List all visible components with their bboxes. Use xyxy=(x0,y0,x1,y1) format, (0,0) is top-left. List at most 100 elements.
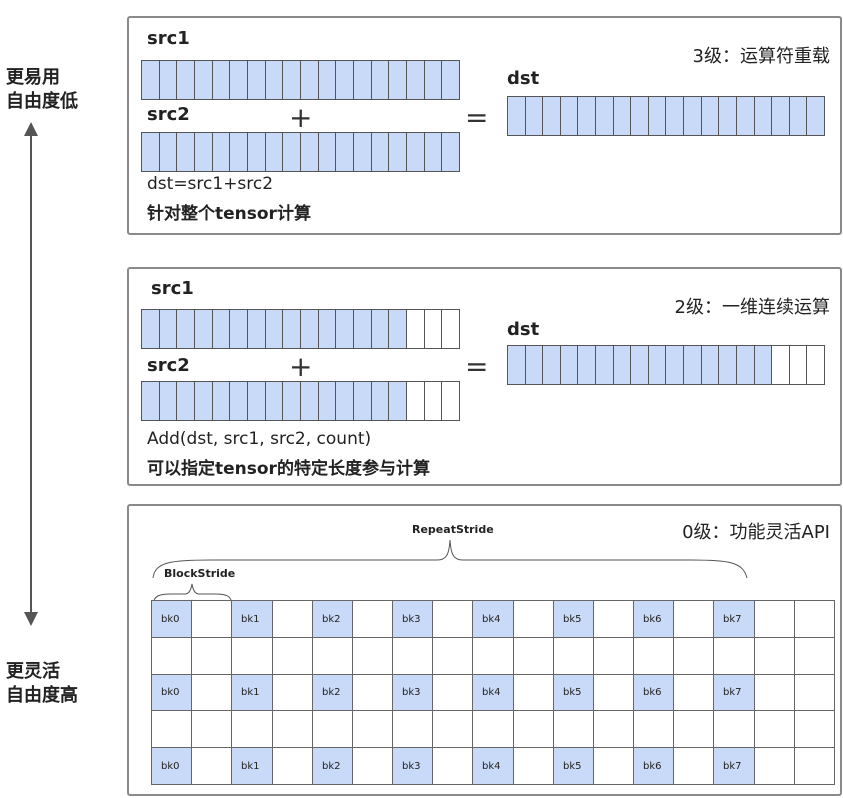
block-bk0: bk0 xyxy=(151,600,192,638)
grid-cell-empty xyxy=(713,637,755,675)
tensor-element-filled xyxy=(301,310,319,348)
tensor-element-filled xyxy=(177,133,196,171)
tensor-element-filled xyxy=(389,133,408,171)
tensor-element-filled xyxy=(631,346,649,384)
tensor-element-filled xyxy=(283,133,302,171)
tensor-element-filled xyxy=(212,61,231,99)
src1-label: src1 xyxy=(151,278,194,299)
block-bk5: bk5 xyxy=(553,747,594,785)
tensor-element-filled xyxy=(789,97,808,135)
panel-level2: src1 2级：一维连续运算 src2 + = dst Add(dst, src… xyxy=(127,267,842,486)
grid-cell-empty xyxy=(272,674,313,711)
code-text: dst=src1+src2 xyxy=(147,174,274,194)
tensor-element-filled xyxy=(424,61,443,99)
tensor-element-filled xyxy=(177,61,196,99)
grid-cell-empty xyxy=(312,637,353,675)
tensor-element-filled xyxy=(283,310,302,348)
tensor-element-filled xyxy=(508,346,526,384)
tensor-element-filled xyxy=(424,133,443,171)
tensor-element-filled xyxy=(336,61,355,99)
level-title: 0级：功能灵活API xyxy=(682,522,830,543)
tensor-element-filled xyxy=(596,97,614,135)
grid-cell-empty xyxy=(513,674,554,711)
block-bk6: bk6 xyxy=(633,600,674,638)
grid-cell-empty xyxy=(754,674,795,711)
level-title: 3级：运算符重载 xyxy=(692,46,830,67)
grid-cell-empty xyxy=(553,637,594,675)
grid-cell-empty xyxy=(593,710,634,748)
grid-cell-empty xyxy=(673,710,714,748)
tensor-element-filled xyxy=(508,97,526,135)
tensor-element-filled xyxy=(407,61,425,99)
block-bk5: bk5 xyxy=(553,600,594,638)
tensor-element-filled xyxy=(371,133,390,171)
tensor-element-filled xyxy=(736,97,755,135)
grid-cell-empty xyxy=(794,600,835,638)
block-bk7: bk7 xyxy=(713,600,755,638)
equals-sign: = xyxy=(465,350,489,383)
src2-tensor xyxy=(141,381,460,421)
tensor-element-filled xyxy=(354,310,372,348)
tensor-element-empty xyxy=(424,382,443,420)
tensor-element-filled xyxy=(336,133,355,171)
tensor-element-empty xyxy=(772,346,790,384)
block-bk1: bk1 xyxy=(231,600,273,638)
block-bk7: bk7 xyxy=(713,674,755,711)
grid-cell-empty xyxy=(432,747,473,785)
grid-cell-empty xyxy=(272,600,313,638)
src2-label: src2 xyxy=(147,355,190,376)
tensor-element-filled xyxy=(631,97,649,135)
grid-cell-empty xyxy=(231,637,273,675)
tensor-element-filled xyxy=(283,61,302,99)
grid-cell-empty xyxy=(794,747,835,785)
grid-cell-empty xyxy=(432,600,473,638)
tensor-element-filled xyxy=(265,382,284,420)
tensor-element-filled xyxy=(142,133,160,171)
tensor-element-filled xyxy=(525,346,544,384)
tensor-element-empty xyxy=(407,310,425,348)
tensor-element-filled xyxy=(195,382,213,420)
grid-cell-empty xyxy=(673,637,714,675)
tensor-element-filled xyxy=(318,61,337,99)
tensor-element-filled xyxy=(736,346,755,384)
double-arrow-icon xyxy=(24,122,38,626)
tensor-element-filled xyxy=(754,346,773,384)
tensor-element-filled xyxy=(389,61,408,99)
tensor-element-filled xyxy=(371,61,390,99)
tensor-element-filled xyxy=(230,310,249,348)
grid-cell-empty xyxy=(633,637,674,675)
grid-cell-empty xyxy=(593,674,634,711)
grid-cell-empty xyxy=(794,674,835,711)
tensor-element-filled xyxy=(560,97,579,135)
grid-cell-empty xyxy=(432,674,473,711)
tensor-element-filled xyxy=(265,61,284,99)
tensor-element-filled xyxy=(195,61,213,99)
grid-cell-empty xyxy=(392,637,433,675)
grid-cell-empty xyxy=(513,747,554,785)
grid-cell-empty xyxy=(754,600,795,638)
block-bk0: bk0 xyxy=(151,674,192,711)
tensor-element-filled xyxy=(318,310,337,348)
tensor-element-filled xyxy=(407,133,425,171)
tensor-element-filled xyxy=(684,346,702,384)
grid-cell-empty xyxy=(272,747,313,785)
repeat-stride-label: RepeatStride xyxy=(412,523,494,536)
grid-cell-empty xyxy=(673,747,714,785)
tensor-element-filled xyxy=(212,133,231,171)
block-bk5: bk5 xyxy=(553,674,594,711)
grid-cell-empty xyxy=(794,710,835,748)
grid-cell-empty xyxy=(231,710,273,748)
plus-sign: + xyxy=(289,350,313,383)
tensor-element-filled xyxy=(195,133,213,171)
plus-sign: + xyxy=(289,101,313,134)
block-bk6: bk6 xyxy=(633,674,674,711)
grid-cell-empty xyxy=(754,637,795,675)
level-title: 2级：一维连续运算 xyxy=(674,297,830,318)
grid-cell-empty xyxy=(713,710,755,748)
tensor-element-filled xyxy=(336,310,355,348)
src1-tensor xyxy=(141,309,460,349)
grid-cell-empty xyxy=(754,747,795,785)
tensor-element-filled xyxy=(159,382,178,420)
tensor-element-filled xyxy=(230,133,249,171)
src1-label: src1 xyxy=(147,28,190,49)
